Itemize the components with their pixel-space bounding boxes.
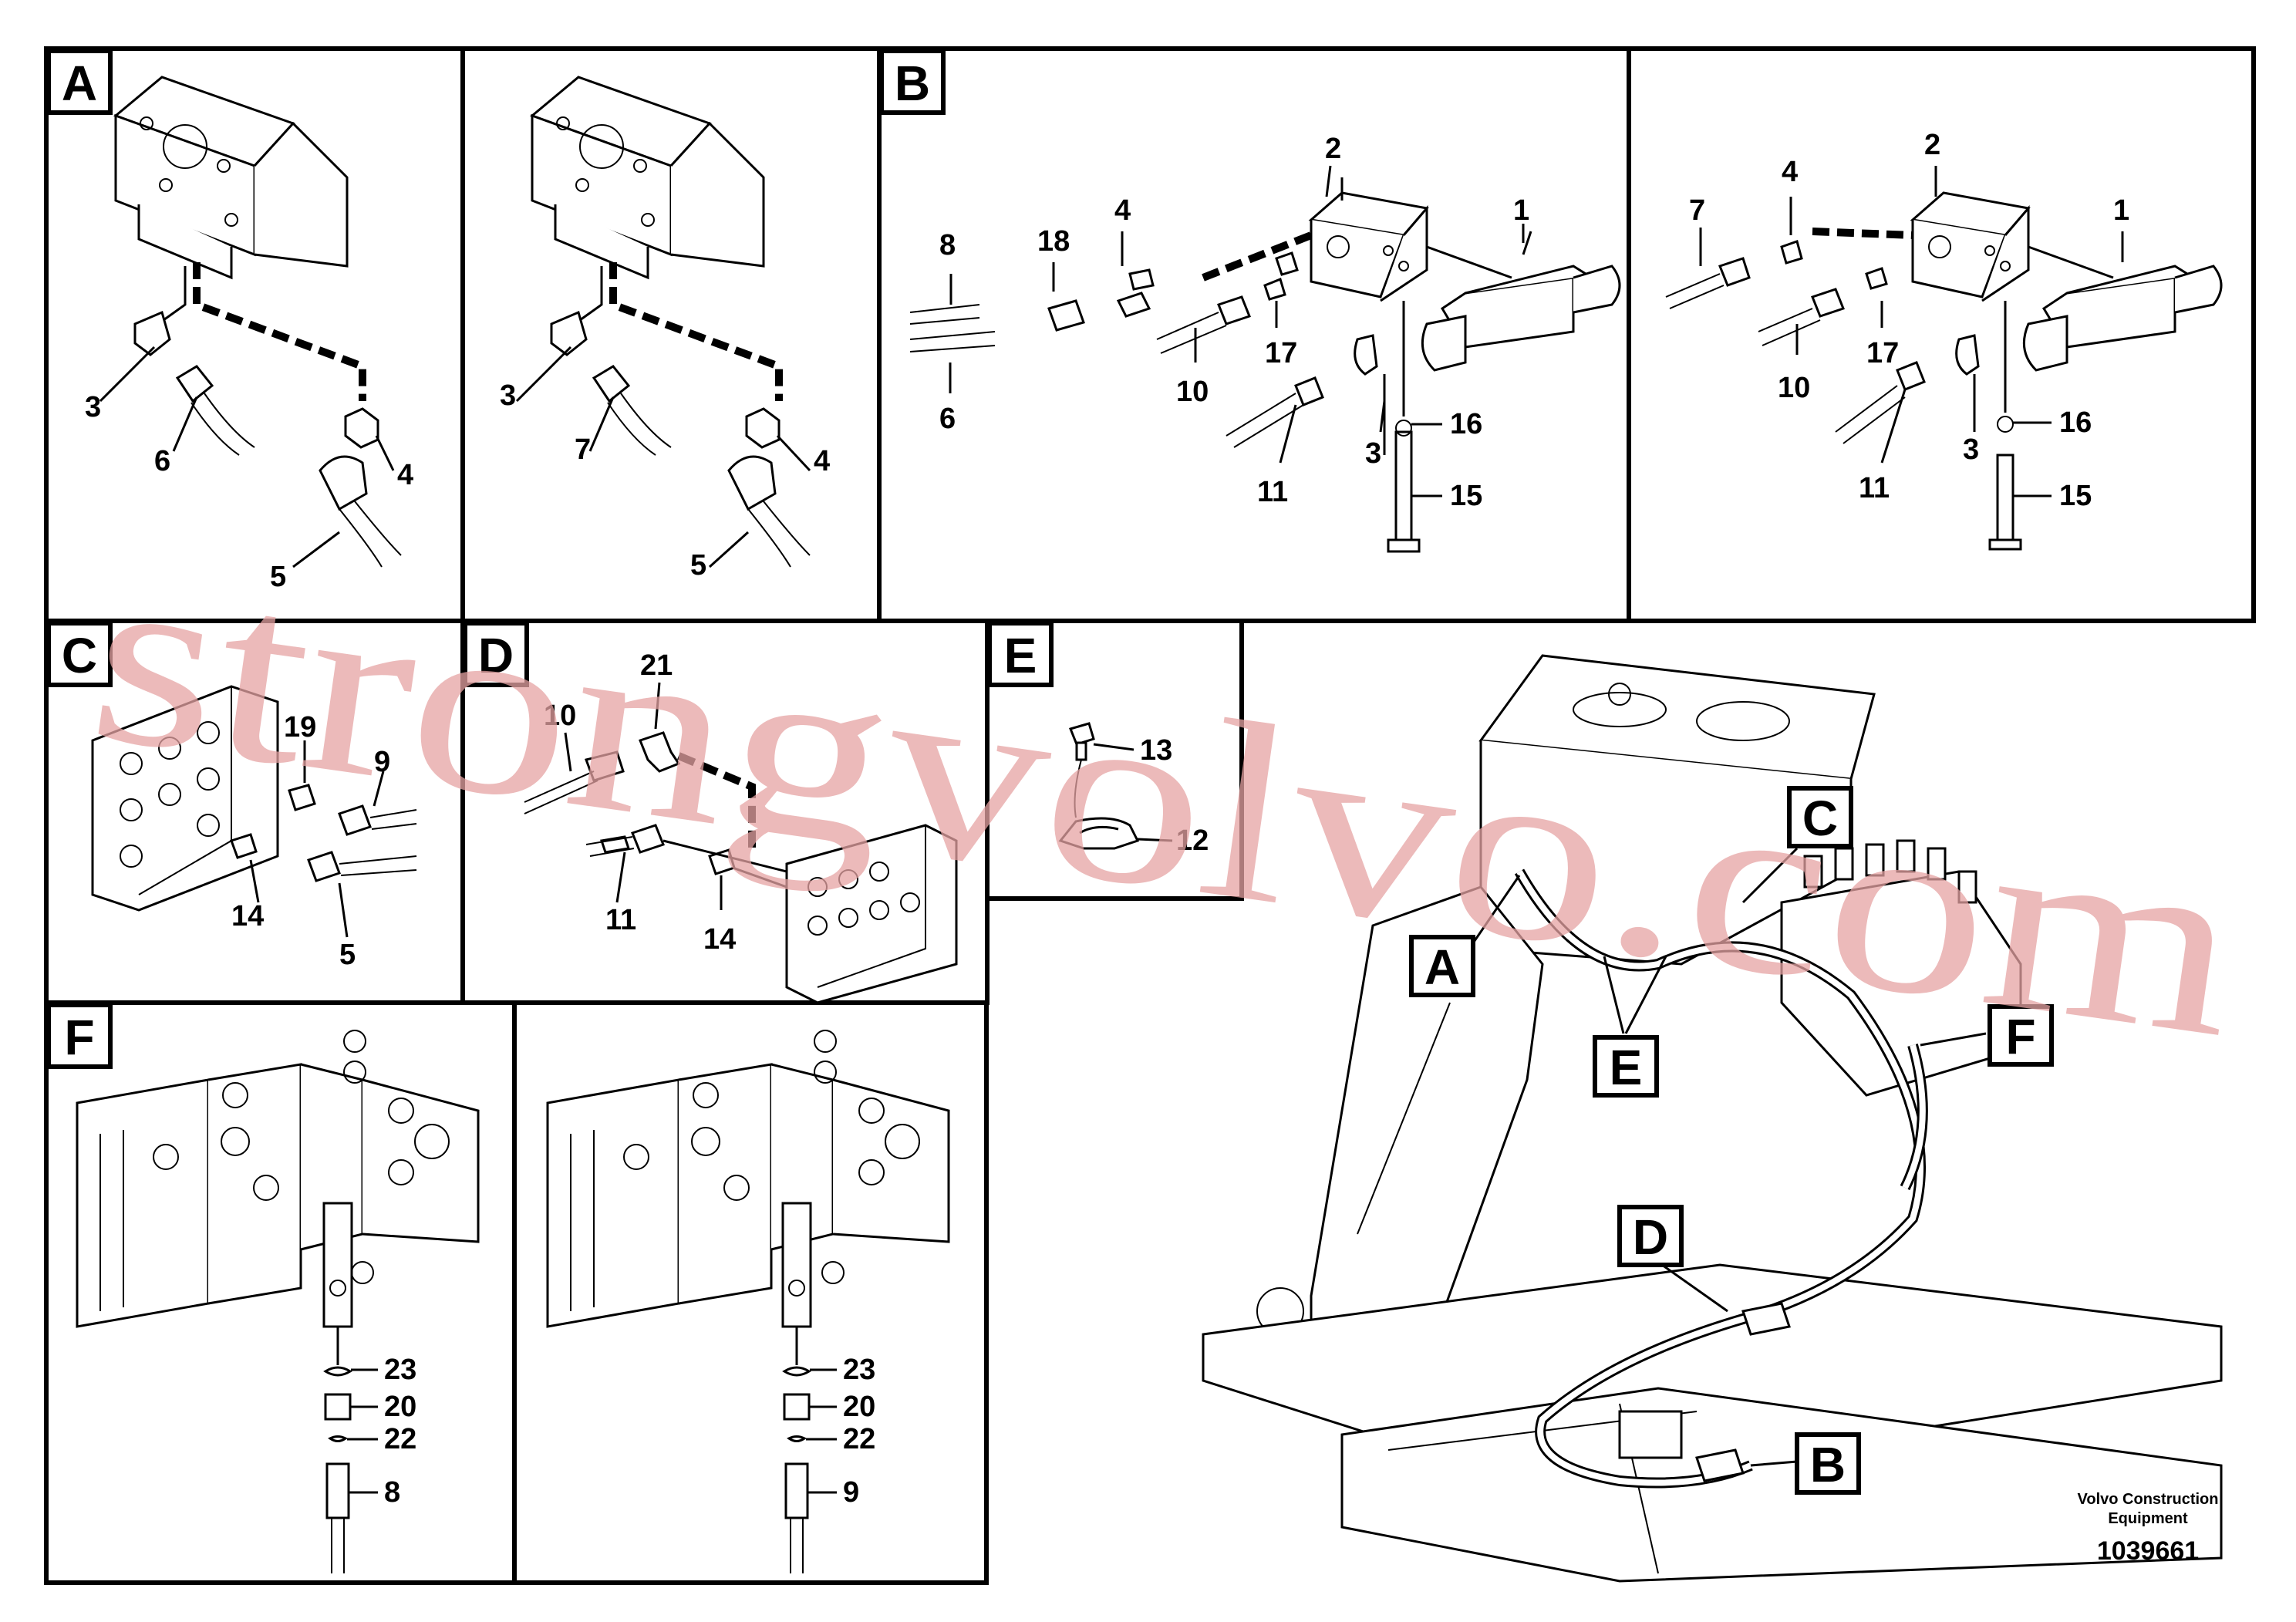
overview-tag-b: B [1795, 1432, 1861, 1495]
overview-tag-c: C [1787, 786, 1853, 848]
callout-c-14: 14 [231, 900, 264, 932]
callout-f1-20: 20 [384, 1391, 416, 1423]
panel-tag-c-label: C [62, 628, 97, 683]
callout-b1-16: 16 [1450, 408, 1482, 440]
panel-tag-e-label: E [1004, 628, 1037, 683]
callout-b1-11: 11 [1257, 476, 1288, 508]
callout-b2-17: 17 [1866, 337, 1899, 369]
footer-block: Volvo Construction Equipment 1039661 [2078, 1491, 2219, 1566]
callout-a2-7: 7 [575, 433, 591, 466]
panel-b1-drawing: 8 18 4 2 1 6 10 17 11 3 16 15 [909, 133, 1621, 553]
overview-drawing [1202, 654, 2223, 1583]
panel-tag-e: E [987, 621, 1054, 687]
doc-number: 1039661 [2097, 1536, 2199, 1566]
callout-b2-11: 11 [1859, 472, 1890, 504]
callout-d-14: 14 [703, 923, 736, 956]
panel-d-drawing: 21 10 11 14 [524, 649, 958, 1004]
callout-d-10: 10 [544, 700, 576, 732]
maker-line-2: Equipment [2108, 1510, 2188, 1527]
callout-a2-4: 4 [814, 445, 830, 477]
panel-e-drawing: 13 12 [1058, 722, 1209, 857]
overview-tag-f: F [1988, 1004, 2054, 1067]
panel-tag-a-label: A [62, 56, 97, 111]
overview-tag-c-label: C [1802, 791, 1838, 846]
callout-b2-1: 1 [2113, 194, 2129, 227]
overview-tag-a: A [1409, 935, 1475, 997]
callout-b2-16: 16 [2059, 406, 2092, 439]
callout-a1-3: 3 [85, 391, 101, 423]
panel-a1-drawing: 3 6 4 5 [85, 76, 413, 593]
panel-tag-c: C [46, 621, 113, 687]
panel-tag-f-label: F [64, 1010, 94, 1065]
panel-tag-d-label: D [478, 628, 514, 683]
panel-tag-a: A [46, 49, 113, 115]
overview-tag-d-label: D [1633, 1209, 1668, 1265]
callout-a1-4: 4 [397, 459, 413, 491]
overview-tag-b-label: B [1810, 1437, 1846, 1492]
callout-b1-3: 3 [1365, 437, 1381, 470]
callout-c-5: 5 [339, 939, 356, 971]
panel-f1-drawing: 23 20 22 8 [76, 1030, 480, 1573]
callout-b2-7: 7 [1689, 194, 1705, 227]
callout-b2-15: 15 [2059, 480, 2092, 512]
overview-tag-f-label: F [2005, 1009, 2035, 1064]
callout-b1-4: 4 [1114, 194, 1131, 227]
callout-b1-17: 17 [1265, 337, 1297, 369]
overview-tag-e-label: E [1610, 1040, 1643, 1095]
panel-tag-d: D [463, 621, 529, 687]
overview-tag-a-label: A [1424, 939, 1460, 995]
callout-b1-1: 1 [1513, 194, 1529, 227]
callout-f1-23: 23 [384, 1354, 416, 1386]
callout-f2-23: 23 [843, 1354, 875, 1386]
callout-a2-3: 3 [500, 379, 516, 412]
callout-f1-22: 22 [384, 1423, 416, 1455]
callout-c-19: 19 [284, 711, 316, 744]
panel-frames [44, 46, 2256, 1585]
callout-d-21: 21 [640, 649, 673, 682]
callout-c-9: 9 [374, 746, 390, 778]
callout-f2-22: 22 [843, 1423, 875, 1455]
callout-b1-2: 2 [1325, 133, 1341, 165]
callout-d-11: 11 [605, 904, 636, 936]
callout-b2-3: 3 [1963, 433, 1979, 466]
callout-f1-8: 8 [384, 1476, 400, 1509]
callout-e-12: 12 [1176, 824, 1209, 857]
panel-f2-drawing: 23 20 22 9 [546, 1030, 950, 1573]
panel-b2-drawing: 7 4 2 1 10 17 11 3 16 15 [1665, 129, 2223, 551]
callout-b1-18: 18 [1037, 225, 1070, 258]
callout-a1-5: 5 [270, 561, 286, 593]
panel-tag-b-label: B [895, 56, 930, 111]
callout-b2-4: 4 [1782, 156, 1798, 188]
panel-a2-drawing: 3 7 4 5 [500, 76, 830, 582]
callout-b2-2: 2 [1924, 129, 1940, 161]
panel-tag-b: B [879, 49, 946, 115]
callout-a2-5: 5 [690, 549, 706, 582]
callout-b1-8: 8 [939, 229, 956, 261]
callout-f2-20: 20 [843, 1391, 875, 1423]
callout-b1-10: 10 [1176, 376, 1209, 408]
maker-line-1: Volvo Construction [2078, 1491, 2219, 1508]
callout-a1-6: 6 [154, 445, 170, 477]
callout-e-13: 13 [1140, 734, 1172, 767]
callout-b1-15: 15 [1450, 480, 1482, 512]
callout-b2-10: 10 [1778, 372, 1810, 404]
callout-b1-6: 6 [939, 403, 956, 435]
panel-c-drawing: 19 9 14 5 [91, 685, 417, 971]
callout-f2-9: 9 [843, 1476, 859, 1509]
overview-tag-e: E [1593, 1035, 1659, 1098]
overview-tag-d: D [1617, 1205, 1684, 1267]
panel-tag-f: F [46, 1003, 113, 1069]
